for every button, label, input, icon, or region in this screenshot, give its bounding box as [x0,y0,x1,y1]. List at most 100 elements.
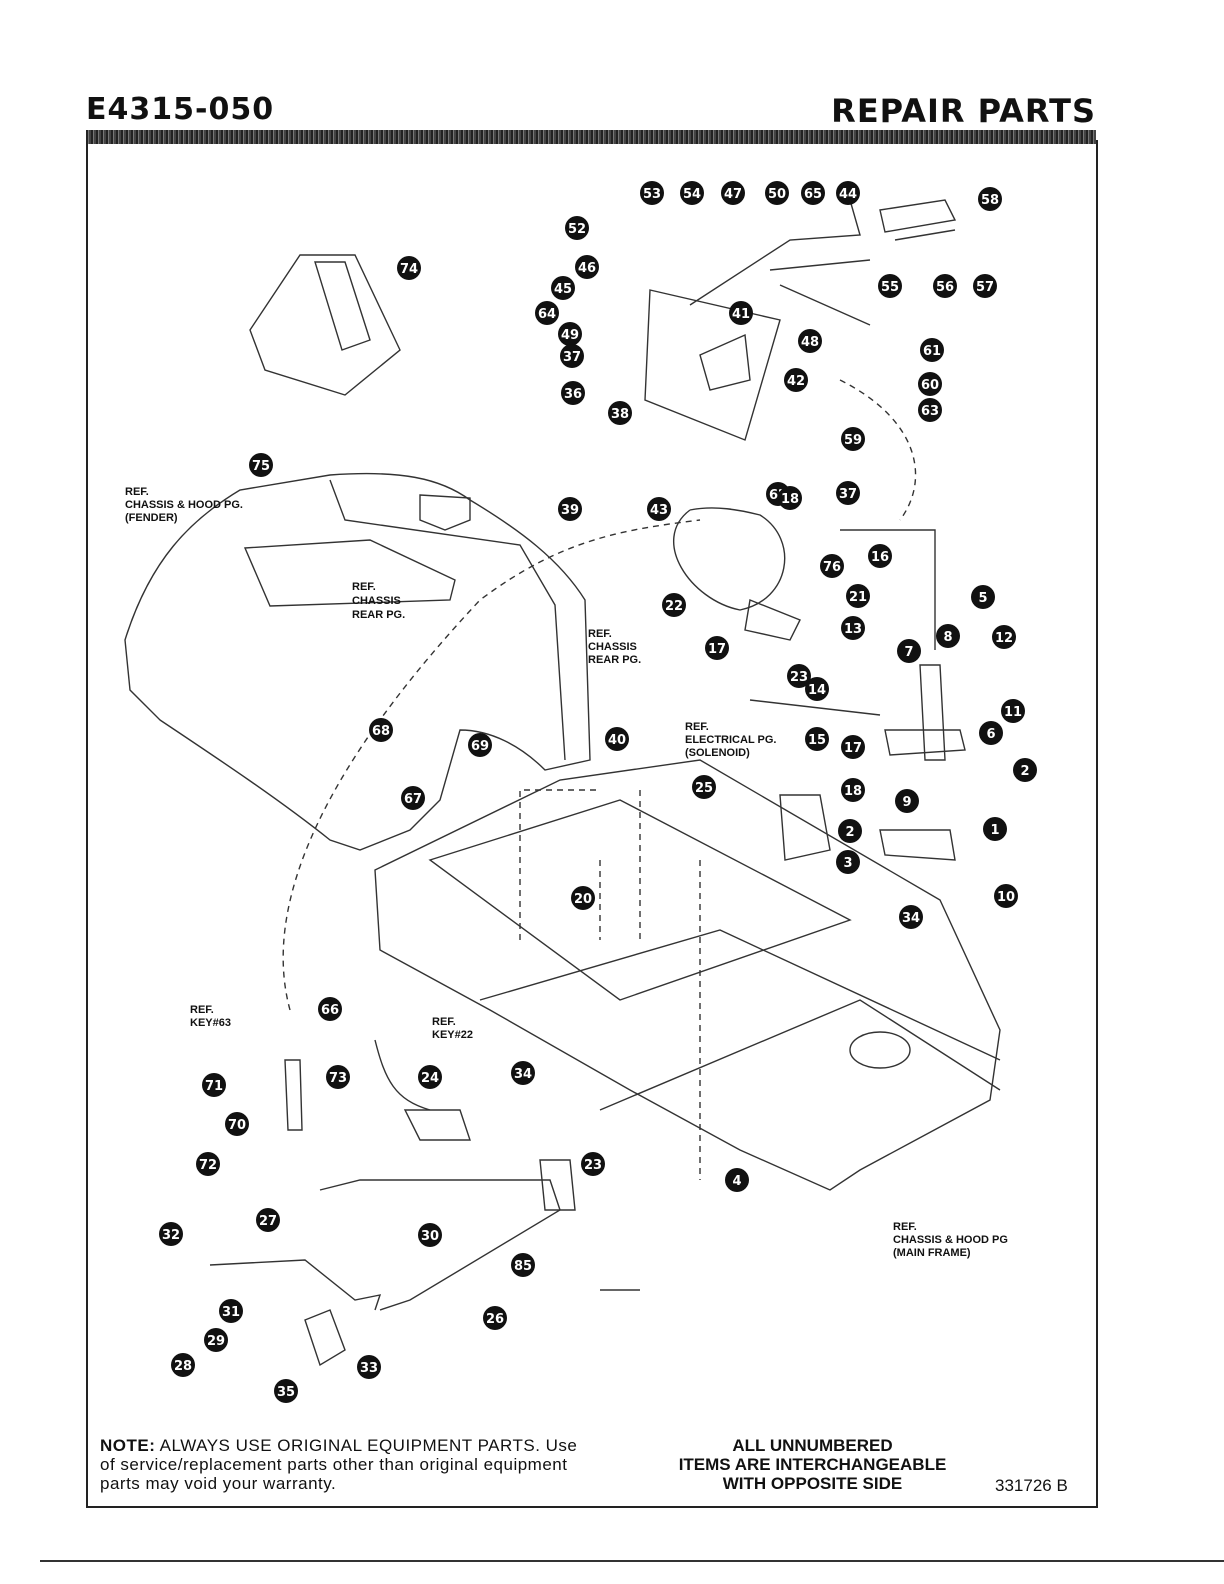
callout-badge [994,884,1018,908]
callout-61: 61 [920,338,944,362]
callout-number: 8 [943,630,952,645]
callout-number: 4 [732,1174,741,1189]
callout-number: 28 [174,1359,192,1374]
callout-72: 72 [196,1152,220,1176]
callout-number: 73 [329,1071,347,1086]
diagram-linework [124,199,1001,1367]
callout-badge [918,372,942,396]
ref-key63-line: KEY#63 [190,1017,231,1029]
callout-number: 23 [584,1158,602,1173]
callout-37: 37 [560,344,584,368]
ref-electrical-line: ELECTRICAL PG. [685,734,776,746]
callout-badge [551,276,575,300]
callout-number: 41 [732,307,750,322]
callout-70: 70 [225,1112,249,1136]
callout-55: 55 [878,274,902,298]
ref-fender-line: (FENDER) [125,512,178,524]
callout-number: 38 [611,407,629,422]
callout-badge [565,216,589,240]
callout-2: 2 [838,819,862,843]
callout-number: 39 [561,503,579,518]
callout-53: 53 [640,181,664,205]
callout-badge [918,398,942,422]
callout-38: 38 [608,401,632,425]
callout-8: 8 [936,624,960,648]
callout-badge [204,1328,228,1352]
ref-electrical-line: (SOLENOID) [685,747,750,759]
callout-40: 40 [605,727,629,751]
callout-badge [784,368,808,392]
callout-number: 44 [839,187,857,202]
callout-number: 16 [871,550,889,565]
callout-71: 71 [202,1073,226,1097]
callout-number: 2 [845,825,854,840]
callout-41: 41 [729,301,753,325]
callout-badge [899,905,923,929]
callout-1: 1 [983,817,1007,841]
callout-50: 50 [765,181,789,205]
callout-11: 11 [1001,699,1025,723]
callout-badge [605,727,629,751]
callout-number: 68 [372,724,390,739]
callout-number: 53 [643,187,661,202]
callout-number: 37 [839,487,857,502]
callout-12: 12 [992,625,1016,649]
ref-chassis-rear-line: CHASSIS [352,595,401,607]
callout-number: 67 [404,792,422,807]
callout-number: 70 [228,1118,246,1133]
callout-number: 29 [207,1334,225,1349]
callout-43: 43 [647,497,671,521]
callout-22: 22 [662,593,686,617]
svg-text:REF.CHASSIS & HOOD PG.(FENDER): REF.CHASSIS & HOOD PG.(FENDER) [125,486,243,524]
page-edge [40,1560,1224,1562]
callout-37: 37 [836,481,860,505]
callout-badge [561,381,585,405]
callout-badge [511,1061,535,1085]
unnumbered-line: ALL UNNUMBERED [732,1436,893,1455]
callout-badge [608,401,632,425]
callout-badge [249,453,273,477]
callout-7: 7 [897,639,921,663]
callout-badge [983,817,1007,841]
callout-badge [1001,699,1025,723]
callout-24: 24 [418,1065,442,1089]
callout-85: 85 [511,1253,535,1277]
callout-badge [841,778,865,802]
callout-45: 45 [551,276,575,300]
callout-28: 28 [171,1353,195,1377]
callout-number: 17 [844,741,862,756]
callout-57: 57 [973,274,997,298]
callout-number: 11 [1004,705,1022,720]
callout-badge [560,344,584,368]
callout-badge [721,181,745,205]
callout-badge [973,274,997,298]
callout-number: 57 [976,280,994,295]
callout-number: 43 [650,503,668,518]
callout-75: 75 [249,453,273,477]
callout-number: 56 [936,280,954,295]
ref-chassis-rear-line: CHASSIS [588,641,637,653]
callout-badge [640,181,664,205]
callout-badge [326,1065,350,1089]
callout-number: 12 [995,631,1013,646]
callout-number: 13 [844,622,862,637]
callout-badge [575,255,599,279]
callout-badge [369,718,393,742]
callout-26: 26 [483,1306,507,1330]
warranty-note: NOTE: ALWAYS USE ORIGINAL EQUIPMENT PART… [100,1436,580,1493]
callout-badge [798,329,822,353]
callout-16: 16 [868,544,892,568]
callout-number: 1 [990,823,999,838]
callout-27: 27 [256,1208,280,1232]
callout-number: 75 [252,459,270,474]
callout-badge [511,1253,535,1277]
callout-64: 64 [535,301,559,325]
callout-13: 13 [841,616,865,640]
ref-chassis-rear-line: REAR PG. [352,609,405,621]
callout-badge [401,786,425,810]
svg-text:REF.KEY#63: REF.KEY#63 [190,1004,231,1029]
callout-number: 14 [808,683,826,698]
callout-number: 69 [471,739,489,754]
callout-number: 24 [421,1071,439,1086]
